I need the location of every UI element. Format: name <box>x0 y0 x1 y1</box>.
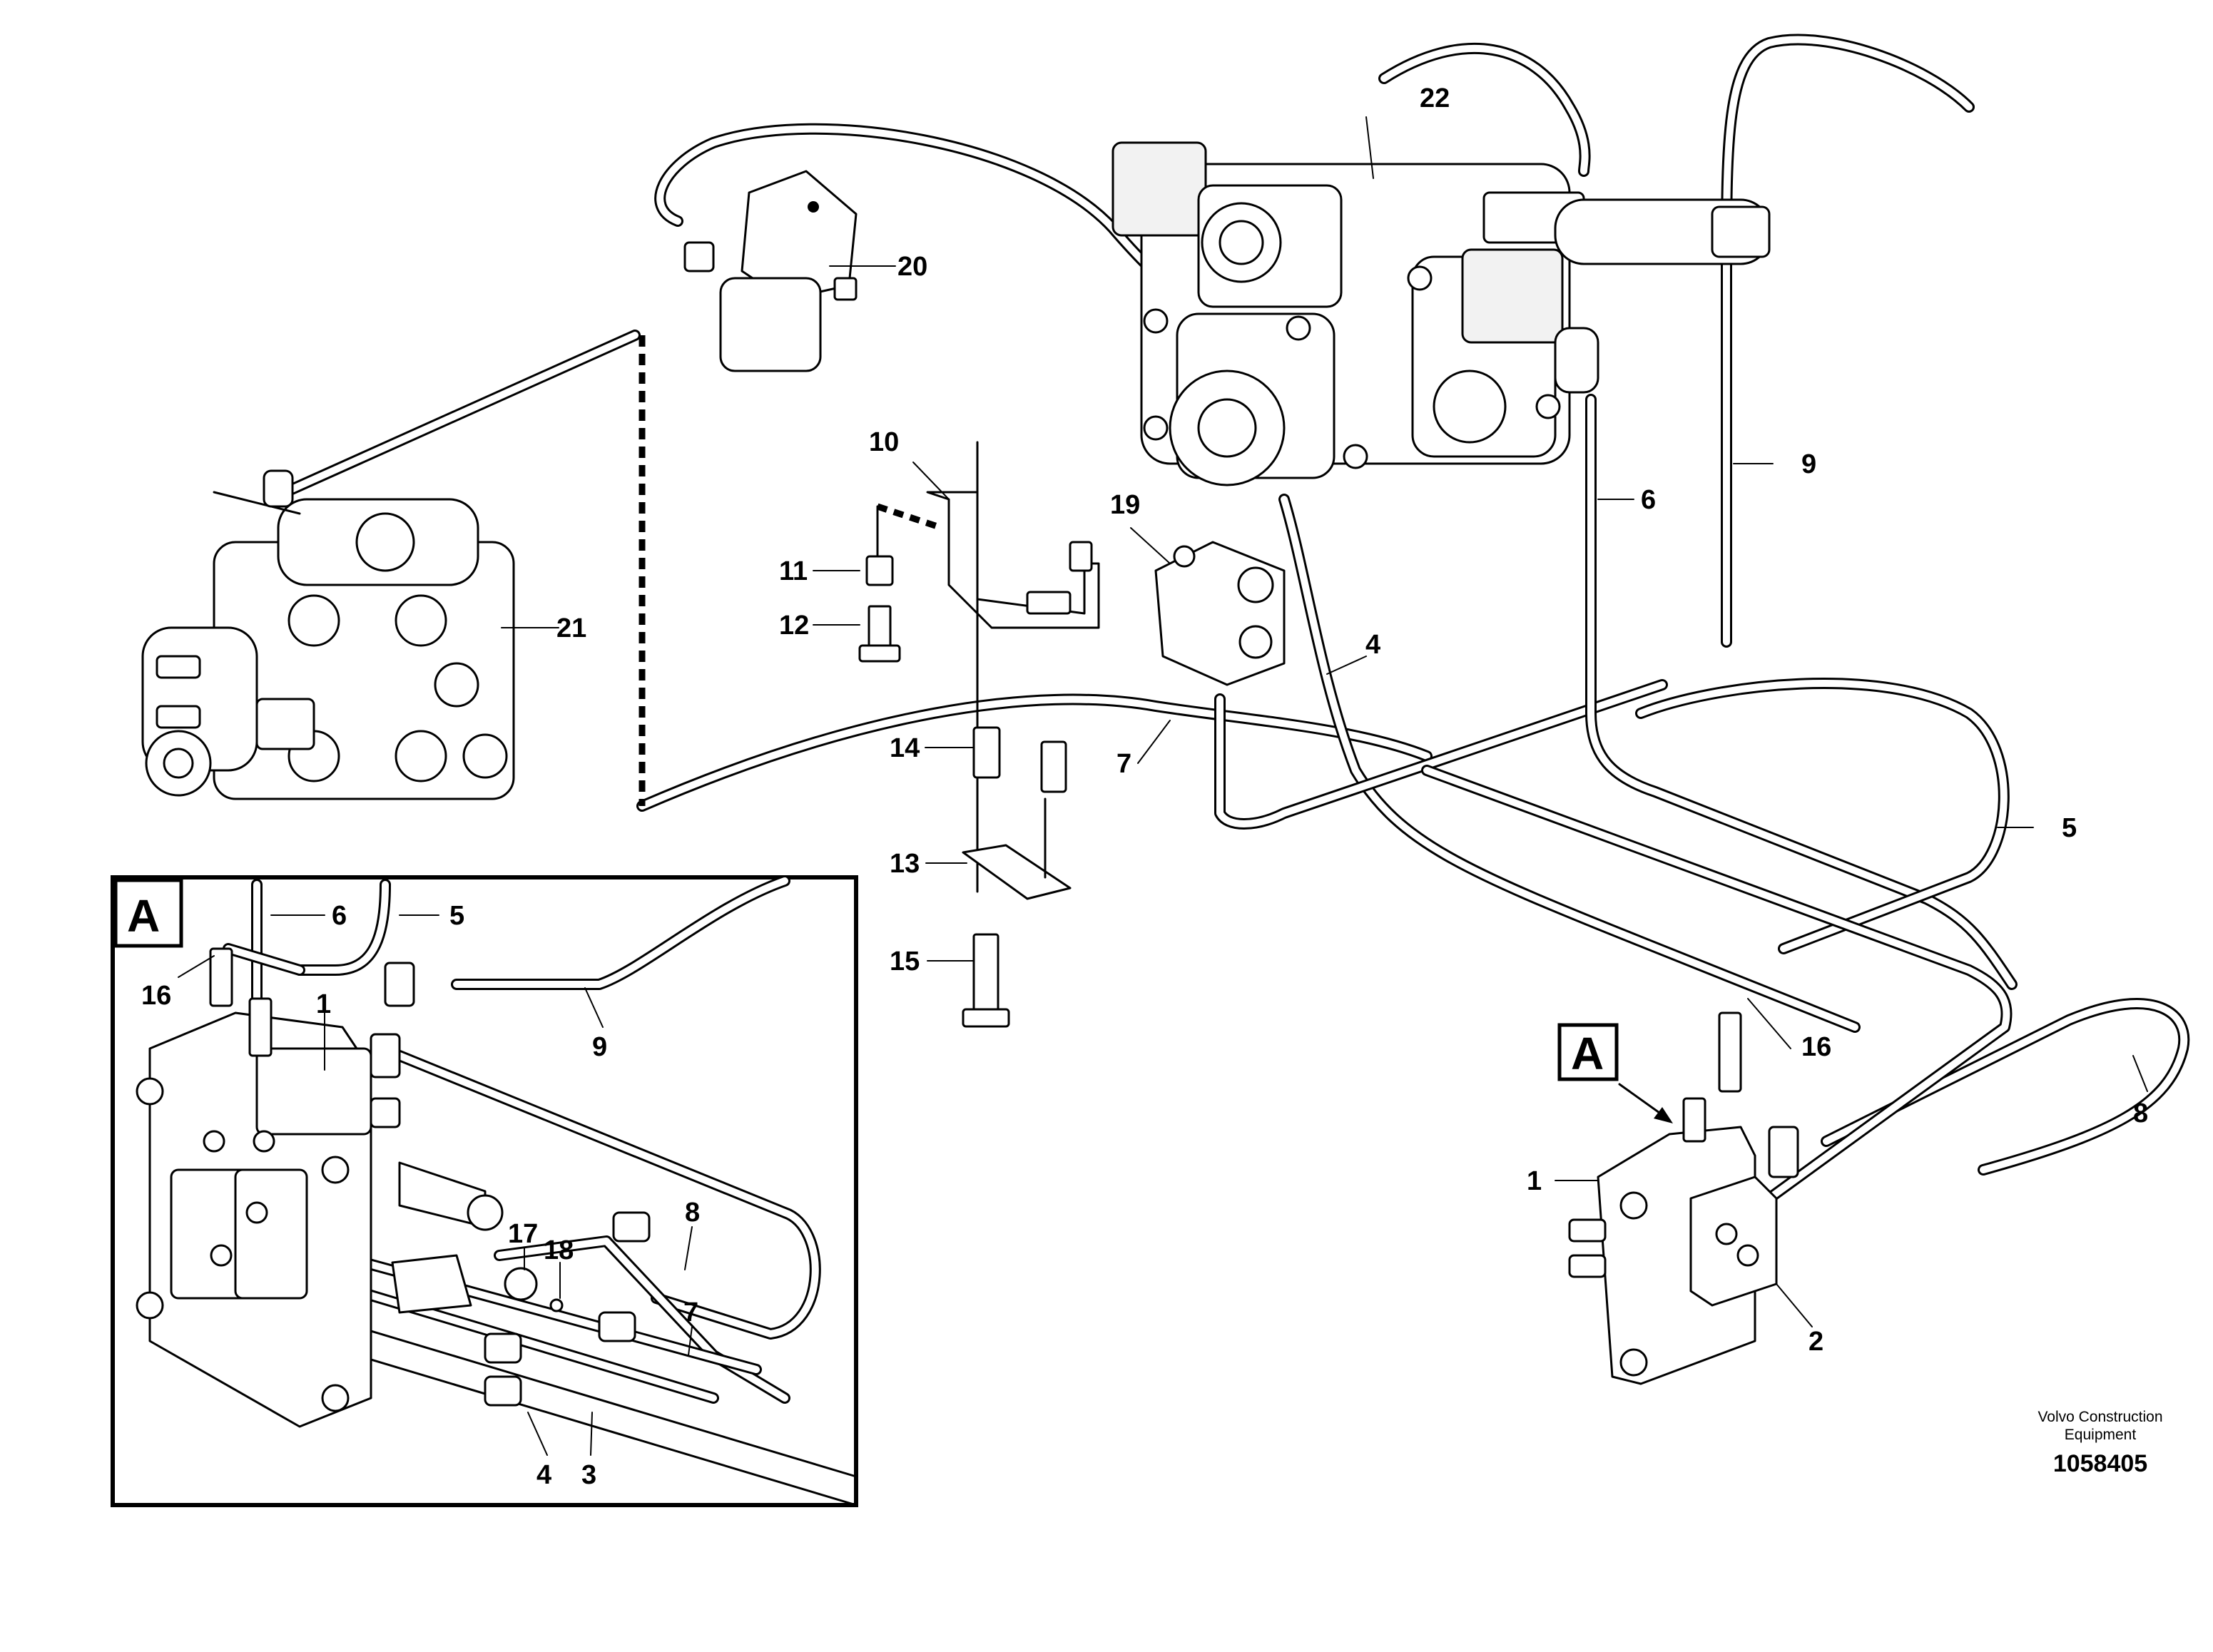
callout-1-inset: 1 <box>316 989 331 1019</box>
detail-a-inset <box>111 875 858 1507</box>
callout-9-inset: 9 <box>592 1032 607 1062</box>
hoses-main <box>280 34 2190 1204</box>
callout-4-inset: 4 <box>536 1460 551 1490</box>
control-valve-21 <box>141 469 515 800</box>
callout-17: 17 <box>508 1219 538 1249</box>
callout-11: 11 <box>779 556 808 586</box>
callout-2: 2 <box>1808 1327 1823 1357</box>
bracket-10 <box>926 441 1100 893</box>
callout-7: 7 <box>1116 749 1131 779</box>
callout-18: 18 <box>544 1235 574 1265</box>
callout-22: 22 <box>1420 83 1450 113</box>
callout-16-inset: 16 <box>141 981 171 1011</box>
callout-8-main: 8 <box>2133 1098 2148 1128</box>
callout-15: 15 <box>890 947 920 977</box>
callout-7-inset: 7 <box>683 1297 698 1327</box>
brand-line-2: Equipment <box>2065 1427 2137 1443</box>
callout-13: 13 <box>890 849 920 879</box>
callout-20: 20 <box>897 252 927 282</box>
screw-12 <box>858 605 901 663</box>
callout-4: 4 <box>1365 630 1380 660</box>
callout-5: 5 <box>2062 813 2077 843</box>
pilot-valve-20 <box>683 170 858 372</box>
callout-21: 21 <box>556 613 586 643</box>
diagram-code: 1058405 <box>2053 1450 2147 1477</box>
callout-16-main: 16 <box>1801 1032 1831 1062</box>
valve-19 <box>1154 541 1286 686</box>
plate-13 <box>962 797 1072 900</box>
detail-a-marker <box>1557 1023 1673 1123</box>
callout-6-inset: 6 <box>332 901 347 931</box>
footer: Volvo Construction Equipment 1058405 <box>2038 1409 2162 1477</box>
leader-lines <box>178 116 2148 1456</box>
callouts: 22 20 21 10 11 12 14 13 15 19 4 7 6 9 5 … <box>127 83 2148 1490</box>
detail-a-label-inset: A <box>127 890 160 942</box>
brand-line-1: Volvo Construction <box>2038 1409 2162 1425</box>
callout-3: 3 <box>581 1460 596 1490</box>
callout-5-inset: 5 <box>449 901 464 931</box>
screw-15 <box>962 933 1010 1028</box>
main-pump-22 <box>1111 141 1771 486</box>
callout-19: 19 <box>1110 490 1140 520</box>
callout-9: 9 <box>1801 449 1816 479</box>
callout-6: 6 <box>1641 485 1656 515</box>
connection-leader-dashed-short <box>876 503 943 531</box>
callout-8-inset: 8 <box>685 1198 700 1228</box>
spacer-11 <box>865 555 894 586</box>
callout-10: 10 <box>869 427 899 457</box>
detail-a-label-main: A <box>1571 1028 1604 1079</box>
spacer-14 <box>972 726 1067 793</box>
callout-14: 14 <box>890 733 920 763</box>
callout-12: 12 <box>779 611 809 641</box>
callout-1-main: 1 <box>1527 1166 1542 1196</box>
